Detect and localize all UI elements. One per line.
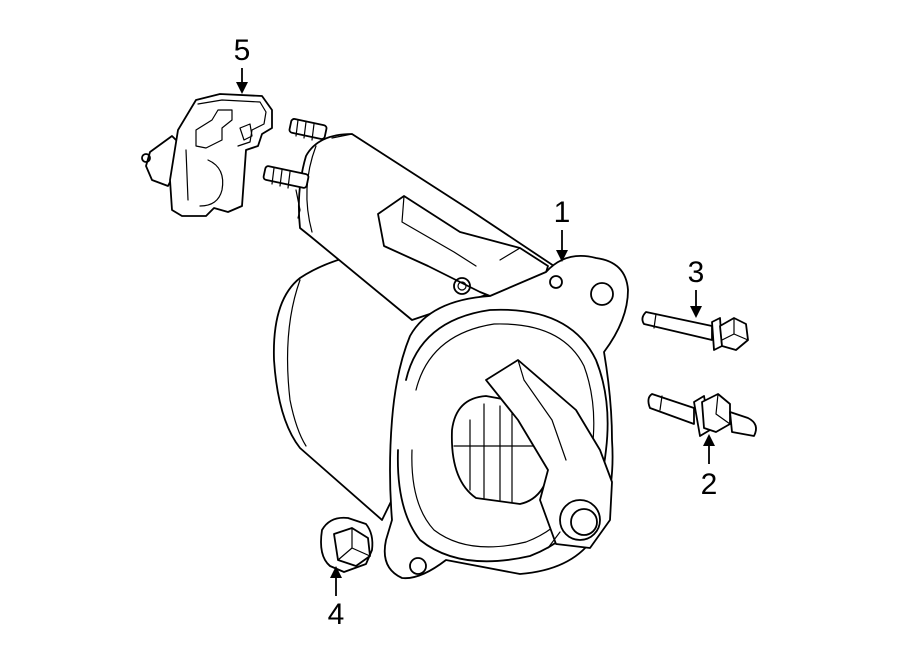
part-solenoid-cover[interactable]	[141, 93, 273, 217]
solenoid-terminal-upper	[288, 118, 328, 141]
callout-label-3: 3	[688, 256, 705, 289]
callout-4: 4	[328, 566, 345, 631]
arrowhead-3	[690, 306, 702, 318]
part-starter-motor[interactable]	[262, 118, 629, 580]
callout-2: 2	[701, 434, 718, 501]
solenoid-terminal-lower	[262, 165, 310, 189]
arrowhead-5	[236, 82, 248, 94]
arrowhead-1	[556, 250, 568, 262]
part-stud-bolt[interactable]	[647, 393, 757, 437]
callout-label-4: 4	[328, 598, 345, 631]
callout-label-5: 5	[234, 34, 251, 67]
callout-5: 5	[234, 34, 251, 94]
callout-3: 3	[688, 256, 705, 318]
callout-label-2: 2	[701, 468, 718, 501]
callout-1: 1	[554, 196, 571, 262]
part-bolt[interactable]	[641, 311, 749, 351]
part-nut[interactable]	[320, 516, 374, 573]
callout-label-1: 1	[554, 196, 571, 229]
arrowhead-4	[330, 566, 342, 578]
arrowhead-2	[703, 434, 715, 446]
